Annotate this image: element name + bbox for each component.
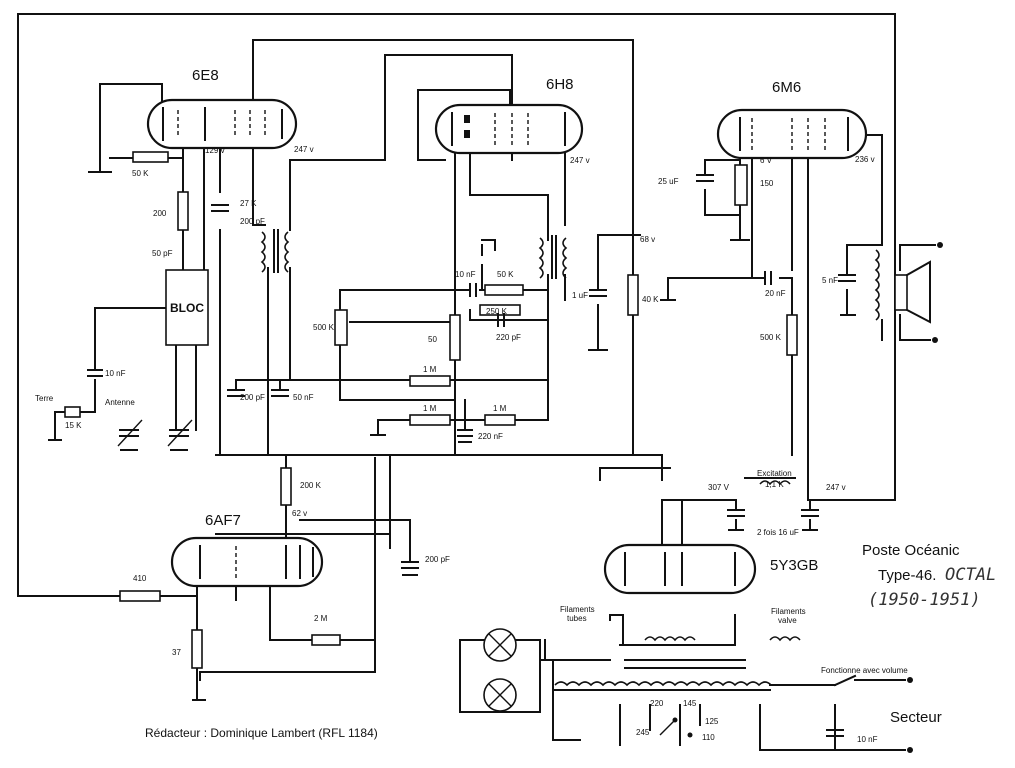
label-r500k-b: 500 K xyxy=(760,333,782,342)
label-c20nf: 20 nF xyxy=(765,289,786,298)
tube-6H8 xyxy=(434,103,584,155)
grounds xyxy=(48,171,856,751)
label-c200pf-c: 200 pF xyxy=(425,555,450,564)
label-fonctionne: Fonctionne avec volume xyxy=(821,666,908,675)
tube-label-6h8: 6H8 xyxy=(546,76,574,93)
label-fil-tubes-2: tubes xyxy=(567,614,587,623)
label-307v: 307 V xyxy=(708,483,730,492)
author-credit: Rédacteur : Dominique Lambert (RFL 1184) xyxy=(145,726,378,740)
label-r200: 200 xyxy=(153,209,167,218)
label-fil-valve-2: valve xyxy=(778,616,797,625)
label-r37: 37 xyxy=(172,648,181,657)
label-fil-tubes-1: Filaments xyxy=(560,605,595,614)
title-line-3: (1950-1951) xyxy=(868,590,981,610)
label-t220: 220 xyxy=(650,699,664,708)
label-t145: 145 xyxy=(683,699,697,708)
label-r250k: 250 K xyxy=(486,307,508,316)
label-r1m-c: 1 M xyxy=(493,404,507,413)
tube-6AF7 xyxy=(170,536,324,588)
label-c200pf-a: 200 pF xyxy=(240,217,265,226)
label-r2m: 2 M xyxy=(314,614,328,623)
capacitors xyxy=(87,174,856,737)
tube-6E8 xyxy=(146,98,298,150)
label-antenne: Antenne xyxy=(105,398,135,407)
label-247v-b: 247 v xyxy=(570,156,590,165)
label-c200pf-b: 200 pF xyxy=(240,393,265,402)
label-r410: 410 xyxy=(133,574,147,583)
tube-6M6 xyxy=(716,108,868,160)
label-r27k: 27 K xyxy=(240,199,257,208)
mains-switch xyxy=(659,674,913,753)
speaker xyxy=(894,242,943,343)
label-r1-1k: 1,1 K xyxy=(765,480,784,489)
label-c10nf-b: 10 nF xyxy=(455,270,476,279)
label-r150: 150 xyxy=(760,179,774,188)
filament-bulbs xyxy=(483,628,517,712)
tube-label-6m6: 6M6 xyxy=(772,79,801,96)
label-r50k-a: 50 K xyxy=(132,169,149,178)
label-6v: 6 V xyxy=(760,156,773,165)
label-247v-c: 247 v xyxy=(826,483,846,492)
label-c220pf: 220 pF xyxy=(496,333,521,342)
label-t110: 110 xyxy=(702,733,715,742)
label-c10nf-a: 10 nF xyxy=(105,369,126,378)
coils xyxy=(260,229,880,691)
bloc-label: BLOC xyxy=(170,301,204,315)
label-c25uf: 25 uF xyxy=(658,177,679,186)
label-r15k: 15 K xyxy=(65,421,82,430)
label-fil-valve-1: Filaments xyxy=(771,607,806,616)
tube-5Y3GB xyxy=(603,543,757,595)
label-c50pf: 50 pF xyxy=(152,249,173,258)
label-c5nf: 5 nF xyxy=(822,276,838,285)
tube-label-6af7: 6AF7 xyxy=(205,512,241,529)
title-line-2: Type-46. xyxy=(878,567,936,584)
label-c1uf: 1 uF xyxy=(572,291,588,300)
label-t245: 245 xyxy=(636,728,650,737)
bloc-module xyxy=(165,269,209,346)
label-c2x16uf: 2 fois 16 uF xyxy=(757,528,799,537)
label-r50: 50 xyxy=(428,335,437,344)
label-c50nf: 50 nF xyxy=(293,393,314,402)
label-247v-a: 247 v xyxy=(294,145,314,154)
label-r40k: 40 K xyxy=(642,295,659,304)
tube-label-6e8: 6E8 xyxy=(192,67,219,84)
secteur-label: Secteur xyxy=(890,709,942,726)
label-68v: 68 v xyxy=(640,235,655,244)
title-line-2-hand: OCTAL xyxy=(945,565,996,585)
label-terre: Terre xyxy=(35,394,54,403)
tuning-capacitors xyxy=(117,419,193,447)
label-r1m-b: 1 M xyxy=(423,404,437,413)
label-129v: 129 v xyxy=(205,146,225,155)
label-c10nf-c: 10 nF xyxy=(857,735,878,744)
label-236v: 236 v xyxy=(855,155,875,164)
label-r200k: 200 K xyxy=(300,481,322,490)
label-r500k-a: 500 K xyxy=(313,323,335,332)
label-excitation: Excitation xyxy=(757,469,792,478)
label-c220nf: 220 nF xyxy=(478,432,503,441)
title-line-1: Poste Océanic xyxy=(862,542,960,559)
label-62v: 62 v xyxy=(292,509,307,518)
label-r1m-a: 1 M xyxy=(423,365,437,374)
wiring xyxy=(17,13,936,751)
label-r50k-b: 50 K xyxy=(497,270,514,279)
resistors xyxy=(64,151,798,669)
tube-label-5y3gb: 5Y3GB xyxy=(770,557,818,574)
label-t125: 125 xyxy=(705,717,719,726)
